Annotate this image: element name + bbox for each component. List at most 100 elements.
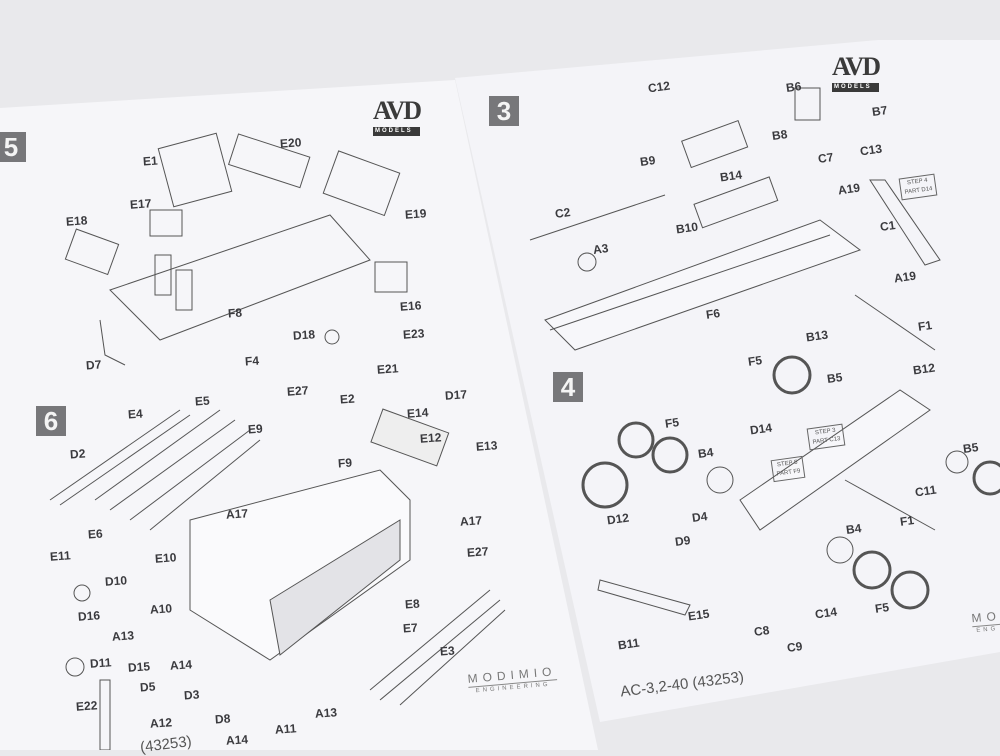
part-label: B6 — [785, 79, 803, 95]
part-e9 — [129, 429, 251, 521]
part-label: E19 — [404, 206, 427, 222]
part-label: E1 — [142, 153, 159, 169]
part-label: C9 — [786, 639, 804, 655]
part-label: F5 — [874, 600, 890, 616]
part-label: D7 — [85, 357, 102, 373]
part-e5 — [94, 409, 221, 501]
part-label: A17 — [459, 513, 483, 529]
part-label: A17 — [225, 506, 249, 522]
part-label: E27 — [286, 383, 309, 399]
part-label: F1 — [899, 513, 915, 529]
part-label: B9 — [639, 153, 657, 169]
part-label: B5 — [826, 370, 844, 386]
part-label: D15 — [127, 659, 151, 675]
part-post — [175, 269, 193, 311]
part-e4 — [49, 409, 181, 501]
part-label: D11 — [89, 655, 112, 671]
part-label: C1 — [879, 218, 897, 234]
avd-logo-left: AVD MODELS — [373, 96, 422, 136]
part-c2 — [529, 194, 666, 241]
part-label: C8 — [753, 623, 771, 639]
part-label: E20 — [279, 135, 302, 151]
part-label: A11 — [274, 721, 297, 737]
part-label: F6 — [705, 306, 721, 322]
tire — [772, 355, 812, 395]
part-label: C7 — [817, 150, 835, 166]
step-badge-3: 3 — [489, 96, 519, 126]
step-badge-5: 5 — [0, 132, 26, 162]
part-label: A14 — [225, 732, 249, 748]
tire — [651, 436, 689, 474]
part-label: E6 — [87, 526, 104, 542]
part-b10 — [693, 176, 779, 229]
part-label: B4 — [697, 445, 715, 461]
part-e7 — [379, 599, 501, 701]
part-b5 — [945, 450, 969, 474]
part-label: B11 — [617, 635, 641, 653]
part-f1 — [854, 294, 936, 351]
part-label: F4 — [244, 353, 260, 369]
part-d7 — [99, 319, 126, 366]
part-e18 — [64, 228, 120, 276]
part-label: A10 — [149, 601, 173, 617]
part-f6-frame — [544, 219, 862, 351]
part-label: B8 — [771, 127, 789, 143]
part-label: A13 — [314, 705, 338, 721]
part-c1 — [869, 179, 941, 266]
brand-sub: MODELS — [373, 127, 420, 136]
part-chassis — [739, 389, 931, 531]
part-label: D4 — [691, 509, 709, 525]
part-label: E18 — [65, 213, 88, 229]
part-label: C2 — [554, 205, 572, 221]
part-label: E9 — [247, 421, 264, 437]
note-line: PART F9 — [776, 468, 801, 478]
part-label: F5 — [664, 415, 680, 431]
part-e16 — [374, 261, 408, 293]
brand-name: AVD — [373, 96, 422, 125]
tire — [852, 550, 892, 590]
part-label: E10 — [154, 550, 177, 566]
part-e5 — [109, 419, 236, 511]
part-label: E2 — [339, 391, 356, 407]
tire — [890, 570, 930, 610]
modimio-name: MO — [970, 608, 1000, 626]
tire — [972, 460, 1000, 496]
part-label: B4 — [845, 521, 863, 537]
part-post — [154, 254, 172, 296]
part-label: E22 — [75, 698, 98, 714]
part-b4 — [706, 466, 734, 494]
part-body-side — [269, 519, 401, 656]
part-label: A3 — [592, 241, 610, 257]
part-label: A14 — [169, 657, 193, 673]
tire — [581, 461, 629, 509]
part-f8-floor — [109, 214, 371, 341]
part-e19 — [322, 150, 401, 217]
part-e10 — [149, 439, 261, 531]
part-label: E5 — [194, 393, 211, 409]
part-label: E14 — [406, 405, 429, 421]
part-label: E17 — [129, 196, 152, 212]
part-label: E15 — [687, 606, 711, 624]
part-e17 — [149, 209, 183, 237]
part-label: D8 — [214, 711, 231, 727]
part-e15 — [597, 579, 691, 616]
part-label: F8 — [227, 305, 243, 321]
step-badge-4: 4 — [553, 372, 583, 402]
part-label: D10 — [104, 573, 128, 589]
part-label: D18 — [292, 327, 316, 343]
part-b9 — [681, 120, 749, 169]
part-f1 — [844, 479, 936, 531]
part-d11 — [65, 657, 85, 677]
brand-name: AVD — [832, 52, 881, 81]
part-label: D16 — [77, 608, 101, 624]
part-e3 — [399, 609, 506, 706]
part-label: E4 — [127, 406, 144, 422]
part-label: D5 — [139, 679, 156, 695]
part-e20 — [227, 133, 311, 189]
part-label: E16 — [399, 298, 422, 314]
part-label: E7 — [402, 620, 419, 636]
part-e1 — [157, 132, 233, 208]
part-label: F5 — [747, 353, 763, 369]
